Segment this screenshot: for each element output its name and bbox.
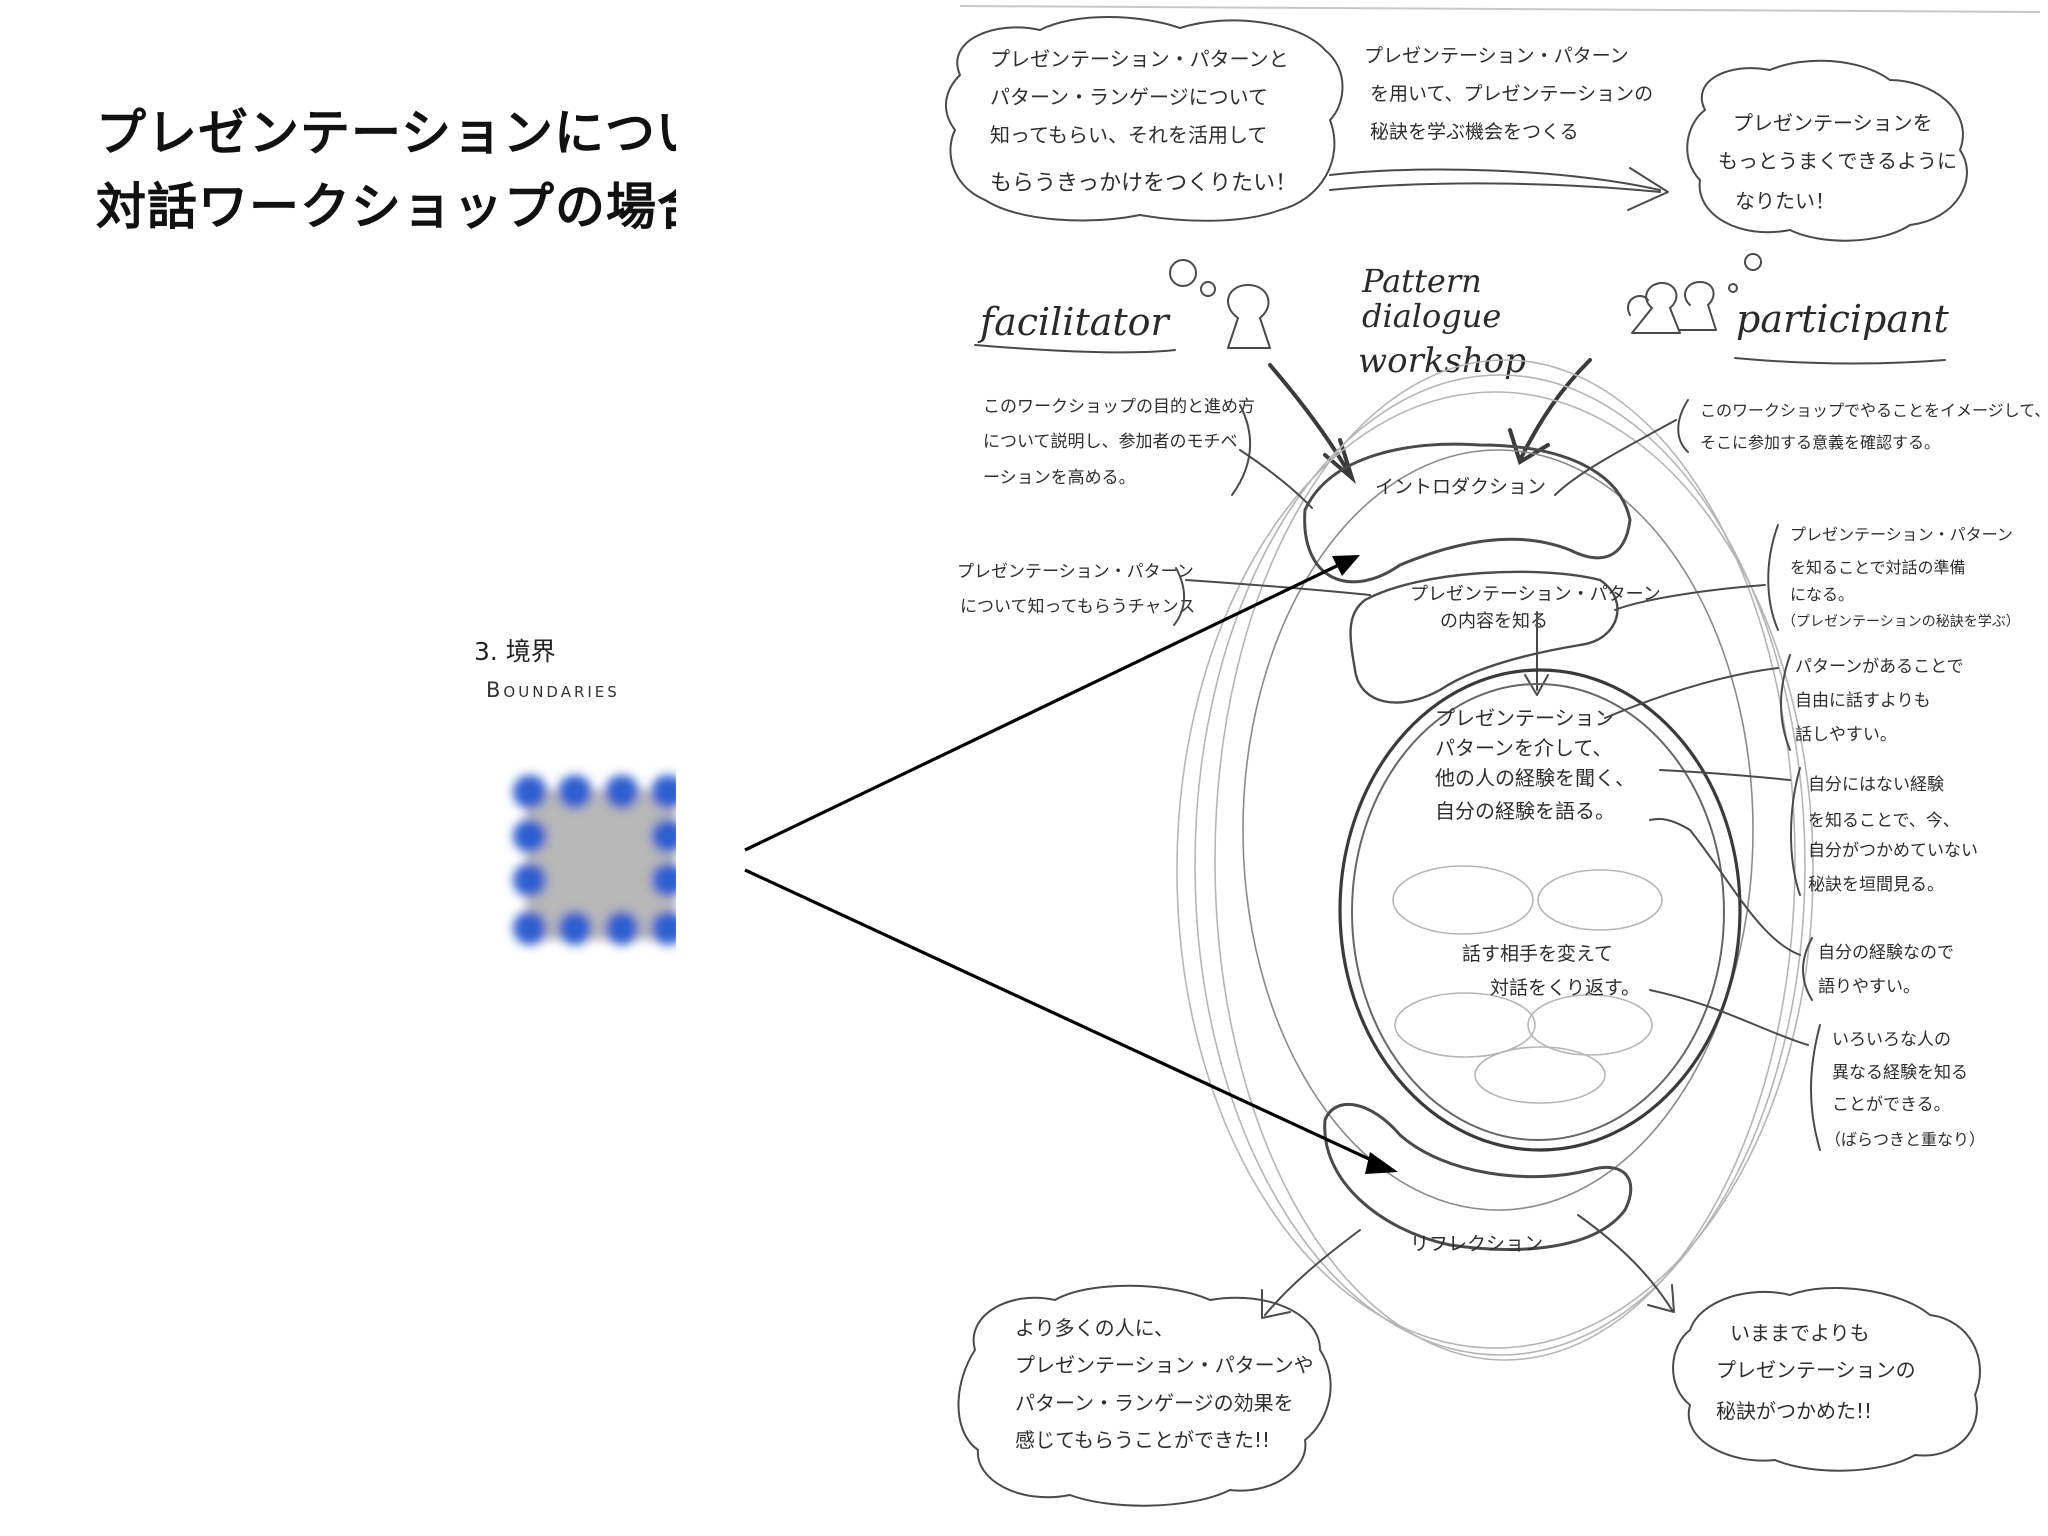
content-blob <box>1349 570 1619 704</box>
cn-line-2: について知ってもらうチャンス <box>960 597 1195 617</box>
repeat-line-1: 話す相手を変えて <box>1462 943 1613 965</box>
en-line-3: 話しやすい。 <box>1795 725 1897 745</box>
prn-line-2: を知ることで対話の準備 <box>1790 558 1966 577</box>
pointer-line-to-reflection <box>744 868 1383 1167</box>
dialogue-line-3: 他の人の経験を聞く、 <box>1435 766 1635 790</box>
own-experience-note: 自分の経験なので 語りやすい。 <box>1818 943 1954 997</box>
en-line-2: 自由に話すよりも <box>1795 691 1931 711</box>
oen-line-2: 語りやすい。 <box>1818 977 1920 997</box>
dialogue-line-4: 自分の経験を語る。 <box>1435 799 1615 823</box>
vn-line-1: いろいろな人の <box>1832 1030 1951 1050</box>
ft-line-3: 知ってもらい、それを活用して <box>990 123 1267 147</box>
center-title: Pattern dialogue workshop <box>1358 262 1526 381</box>
facilitator-note: このワークショップの目的と進め方 について説明し、参加者のモチベ ーションを高め… <box>983 397 1255 488</box>
ft-line-1: プレゼンテーション・パターンと <box>990 47 1289 71</box>
bottom-left-thought-text: より多くの人に、 プレゼンテーション・パターンや パターン・ランゲージの効果を … <box>1015 1316 1314 1452</box>
icon-center-square <box>526 790 676 940</box>
bottom-left-thought-cloud <box>957 1284 1332 1507</box>
pt-line-2: もっとうまくできるように <box>1718 149 1957 173</box>
facilitator-down-arrow <box>1268 363 1357 485</box>
center-title-line-1: Pattern <box>1361 262 1482 300</box>
ft-line-2: パターン・ランゲージについて <box>990 85 1268 109</box>
workshop-sketch-panel <box>676 0 2048 1536</box>
ft-line-4: もらうきっかけをつくりたい！ <box>990 171 1297 196</box>
center-title-line-2: dialogue <box>1362 297 1501 335</box>
participant-label: participant <box>1736 297 1949 341</box>
boundaries-pattern-icon <box>513 775 685 945</box>
bottom-right-thought-cloud <box>1672 1286 1981 1472</box>
dialogue-line-1: プレゼンテーション <box>1435 706 1615 730</box>
brt-line-2: プレゼンテーションの <box>1716 1358 1916 1382</box>
slide-title-line-2: 対話ワークショップの場合 <box>96 178 708 236</box>
top-arrow-icon <box>1329 167 1669 211</box>
icon-dots <box>513 775 685 945</box>
facilitator-label: facilitator <box>977 300 1172 344</box>
vn-line-4: （ばらつきと重なり） <box>1825 1130 1985 1149</box>
glimpse-note: 自分にはない経験 を知ることで、今、 自分がつかめていない 秘訣を垣間見る。 <box>1808 775 1978 895</box>
brt-line-1: いままでよりも <box>1730 1321 1870 1345</box>
ta-line-1: プレゼンテーション・パターン <box>1364 45 1629 67</box>
pattern-name: Boundaries <box>486 678 620 702</box>
prn-line-1: プレゼンテーション・パターン <box>1790 525 2013 544</box>
prn-line-4: （プレゼンテーションの秘訣を学ぶ） <box>1782 614 2020 630</box>
introduction-label: イントロダクション <box>1375 476 1546 498</box>
pn-line-1: このワークショップでやることをイメージして、 <box>1700 401 2048 420</box>
content-label-line-1: プレゼンテーション・パターン <box>1410 584 1661 605</box>
bottom-right-thought-text: いままでよりも プレゼンテーションの 秘訣がつかめた!! <box>1716 1321 1916 1423</box>
blt-line-2: プレゼンテーション・パターンや <box>1015 1353 1314 1377</box>
prn-line-3: になる。 <box>1790 585 1854 604</box>
participant-thought-cloud <box>1686 59 1968 242</box>
pn-line-2: そこに参加する意義を確認する。 <box>1700 433 1940 452</box>
pointer-arrowhead-reflection <box>1365 1152 1398 1174</box>
vn-line-3: ことができる。 <box>1832 1095 1951 1115</box>
pt-line-3: なりたい！ <box>1735 189 1835 213</box>
pattern-number: 3. 境界 <box>474 637 556 666</box>
dialogue-inner-oval <box>1338 668 1742 1152</box>
easier-note: パターンがあることで 自由に話すよりも 話しやすい。 <box>1795 657 1964 745</box>
gn-line-4: 秘訣を垣間見る。 <box>1808 875 1944 895</box>
dialogue-line-2: パターンを介して、 <box>1435 736 1612 760</box>
pt-line-1: プレゼンテーションを <box>1733 111 1933 135</box>
blt-line-1: より多くの人に、 <box>1015 1316 1174 1340</box>
ta-line-2: を用いて、プレゼンテーションの <box>1370 83 1653 105</box>
oen-line-1: 自分の経験なので <box>1818 943 1954 963</box>
reflection-label: リフレクション <box>1410 1233 1543 1255</box>
facilitator-thought-cloud <box>944 16 1344 222</box>
dialogue-text: プレゼンテーション パターンを介して、 他の人の経験を聞く、 自分の経験を語る。 <box>1435 706 1635 823</box>
gn-line-1: 自分にはない経験 <box>1808 775 1944 795</box>
repeat-text: 話す相手を変えて 対話をくり返す。 <box>1462 943 1640 999</box>
cn-line-1: プレゼンテーション・パターン <box>957 562 1194 582</box>
pointer-arrowhead-introduction <box>1332 555 1360 576</box>
gn-line-3: 自分がつかめていない <box>1808 841 1978 861</box>
fn-line-1: このワークショップの目的と進め方 <box>983 397 1255 417</box>
blt-line-4: 感じてもらうことができた!! <box>1015 1428 1270 1452</box>
repeat-line-2: 対話をくり返す。 <box>1490 977 1640 999</box>
participants-group-icon <box>1627 281 1717 334</box>
participant-thought-text: プレゼンテーションを もっとうまくできるように なりたい！ <box>1718 111 1957 213</box>
facilitator-person-icon <box>1226 284 1271 349</box>
bottom-right-arrow <box>1577 1214 1675 1313</box>
top-arrow-text: プレゼンテーション・パターン を用いて、プレゼンテーションの 秘訣を学ぶ機会をつ… <box>1364 45 1653 143</box>
blt-line-3: パターン・ランゲージの効果を <box>1015 1391 1294 1415</box>
gn-line-2: を知ることで、今、 <box>1808 811 1960 831</box>
content-label: プレゼンテーション・パターン の内容を知る <box>1410 584 1661 632</box>
participant-note: このワークショップでやることをイメージして、 そこに参加する意義を確認する。 <box>1700 401 2048 452</box>
pointer-line-to-introduction <box>744 560 1346 852</box>
content-label-line-2: の内容を知る <box>1440 611 1548 632</box>
various-note: いろいろな人の 異なる経験を知る ことができる。 （ばらつきと重なり） <box>1825 1030 1985 1149</box>
fn-line-2: について説明し、参加者のモチベ <box>983 432 1238 452</box>
chance-note: プレゼンテーション・パターン について知ってもらうチャンス <box>957 562 1195 617</box>
en-line-1: パターンがあることで <box>1795 657 1964 677</box>
reflection-band <box>1323 1103 1633 1251</box>
brt-line-3: 秘訣がつかめた!! <box>1716 1399 1872 1423</box>
introduction-band <box>1303 442 1632 584</box>
prep-note: プレゼンテーション・パターン を知ることで対話の準備 になる。 （プレゼンテーシ… <box>1782 525 2020 630</box>
fn-line-3: ーションを高める。 <box>983 468 1136 488</box>
ta-line-3: 秘訣を学ぶ機会をつくる <box>1370 121 1579 143</box>
facilitator-thought-text: プレゼンテーション・パターンと パターン・ランゲージについて 知ってもらい、それ… <box>990 47 1297 196</box>
vn-line-2: 異なる経験を知る <box>1832 1063 1968 1083</box>
